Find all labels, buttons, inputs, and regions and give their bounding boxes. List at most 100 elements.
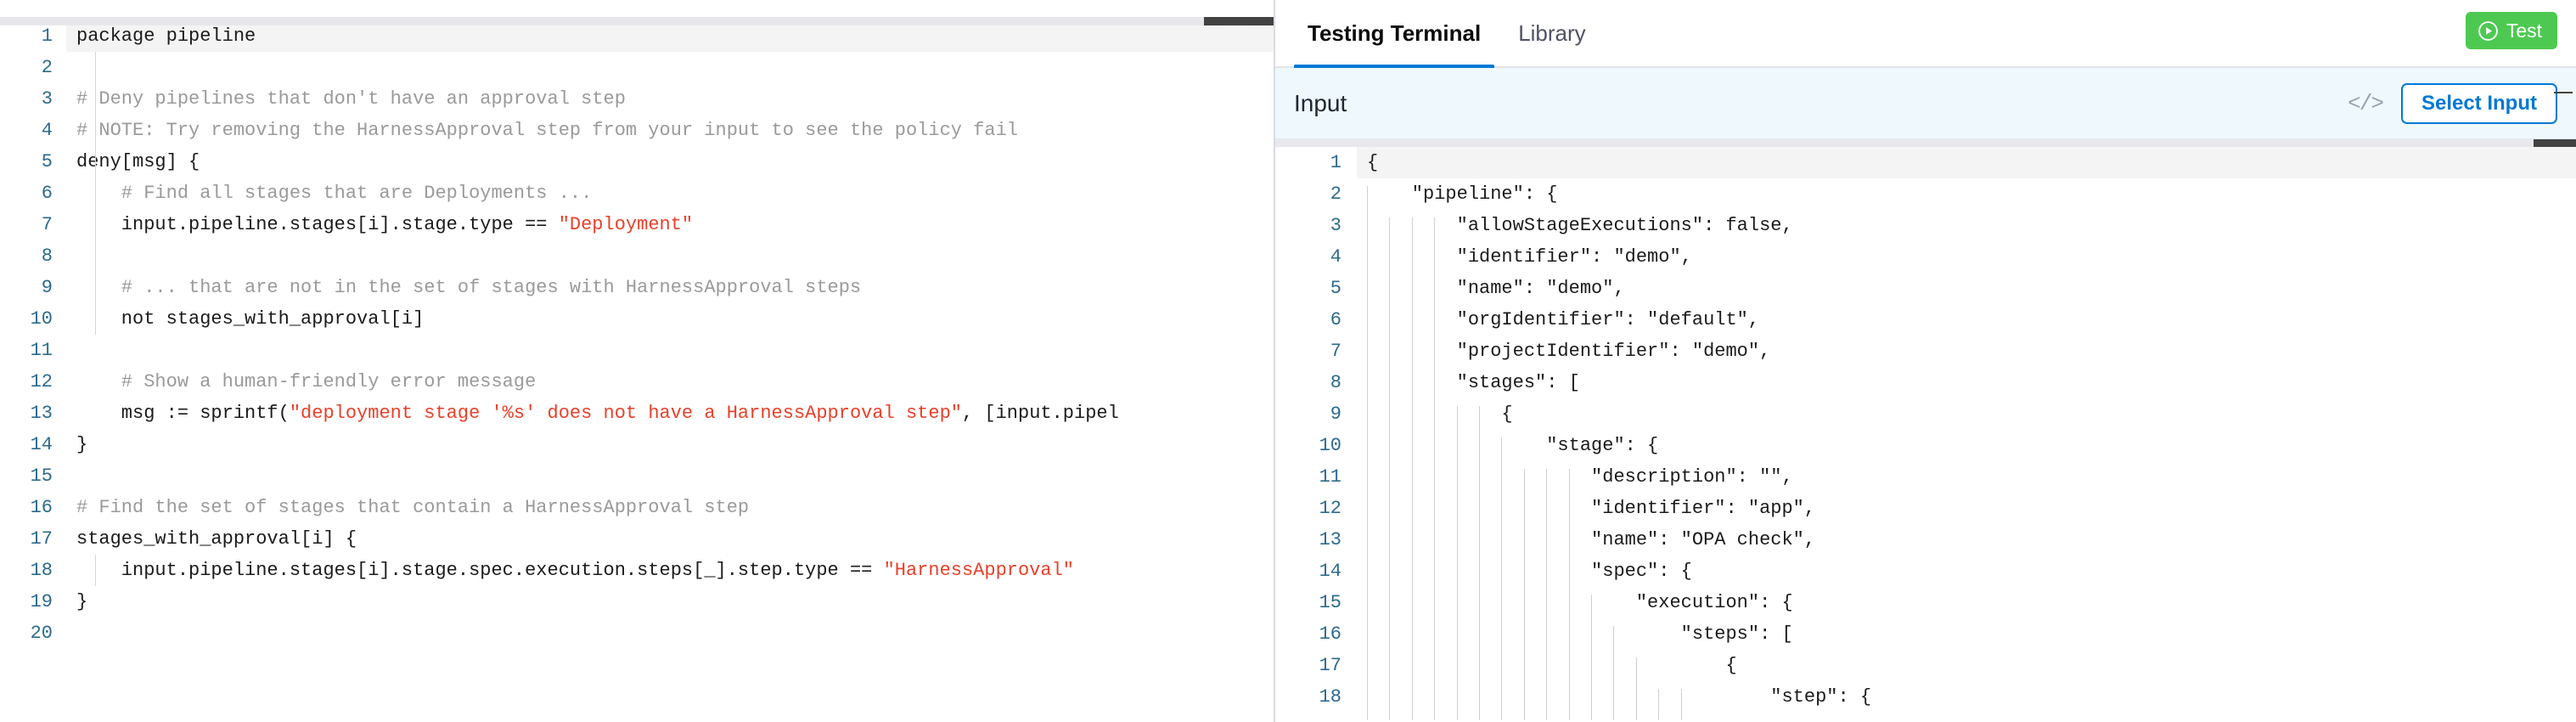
code-line[interactable]: 8 [0,240,1274,272]
json-line[interactable]: 14 "spec": { [1275,556,2576,587]
line-number: 14 [30,434,53,455]
json-line-text: "stages": [ [1367,372,1580,393]
json-line[interactable]: 2 "pipeline": { [1275,178,2576,210]
code-line-text: } [66,429,1274,460]
code-token-plain: not stages_with_approval[i] [76,308,425,330]
json-line[interactable]: 17 { [1275,650,2576,681]
json-line[interactable]: 3 "allowStageExecutions": false, [1275,210,2576,241]
code-line[interactable]: 18 input.pipeline.stages[i].stage.spec.e… [0,555,1274,586]
line-number: 4 [1330,246,1341,268]
line-number: 20 [30,623,53,644]
code-brackets-icon[interactable]: </> [2348,90,2384,116]
json-line-text: "stage": { [1367,435,1659,456]
code-line-text: # ... that are not in the set of stages … [66,272,1274,303]
code-line[interactable]: 10 not stages_with_approval[i] [0,303,1274,335]
json-line[interactable]: 16 "steps": [ [1275,618,2576,650]
code-token-plain: deny[msg] { [76,151,200,172]
json-line[interactable]: 12 "identifier": "app", [1275,493,2576,524]
code-line[interactable]: 2 [0,52,1274,83]
line-number: 2 [1330,183,1341,205]
code-token-plain: , [input.pipel [961,403,1119,424]
line-number: 19 [30,591,53,612]
json-editor-horizontal-scrollbar-thumb[interactable] [2534,139,2576,147]
test-button[interactable]: Test [2465,12,2557,49]
code-token-plain: package pipeline [76,25,256,47]
json-line-text: { [1367,403,1513,425]
tab-testing-terminal[interactable]: Testing Terminal [1289,0,1499,69]
left-editor-horizontal-scrollbar-thumb[interactable] [1204,17,1274,25]
code-token-plain: stages_with_approval[i] { [76,528,357,550]
minimize-icon[interactable] [1226,24,1248,25]
code-line-text: package pipeline [66,20,1274,52]
code-line[interactable]: 6 # Find all stages that are Deployments… [0,178,1274,209]
json-line[interactable]: 9 { [1275,398,2576,430]
line-number: 8 [1330,372,1341,393]
code-line[interactable]: 4# NOTE: Try removing the HarnessApprova… [0,115,1274,146]
code-token-plain: input.pipeline.stages[i].stage.spec.exec… [76,560,884,581]
line-number: 12 [30,371,53,392]
code-line[interactable]: 3 # Deny pipelines that don't have an app… [0,83,1274,115]
json-input-editor: 1{2 "pipeline": {3 "allowStageExecutions… [1275,139,2576,722]
code-line[interactable]: 15 [0,460,1274,492]
json-line[interactable]: 15 "execution": { [1275,587,2576,618]
json-code-area[interactable]: 1{2 "pipeline": {3 "allowStageExecutions… [1275,147,2576,722]
line-number: 13 [30,403,53,424]
json-line[interactable]: 8 "stages": [ [1275,367,2576,398]
code-token-comment: # Find all stages that are Deployments .… [76,183,593,204]
code-line[interactable]: 12 # Show a human-friendly error message [0,366,1274,398]
json-line-text: "name": "OPA check", [1367,529,1816,550]
select-input-button[interactable]: Select Input [2400,82,2557,124]
tab-library[interactable]: Library [1499,0,1604,67]
line-number: 15 [1319,592,1341,613]
code-line[interactable]: 7 input.pipeline.stages[i].stage.type ==… [0,209,1274,240]
minimize-icon[interactable] [2554,92,2573,93]
json-line-text: { [1367,655,1737,676]
json-line-text: { [1357,147,2576,178]
json-line[interactable]: 4 "identifier": "demo", [1275,241,2576,273]
line-number: 16 [1319,623,1341,645]
code-line-text: # Deny pipelines that don't have an appr… [66,83,1274,115]
line-number: 17 [1319,655,1341,676]
code-line[interactable]: 13 msg := sprintf("deployment stage '%s'… [0,398,1274,429]
code-line-text: input.pipeline.stages[i].stage.spec.exec… [66,555,1274,586]
json-line[interactable]: 10 "stage": { [1275,430,2576,461]
json-line-text: "spec": { [1367,561,1692,582]
code-line[interactable]: 14} [0,429,1274,460]
line-number: 8 [41,245,53,267]
line-number: 4 [41,120,53,141]
json-line[interactable]: 11 "description": "", [1275,461,2576,493]
json-line[interactable]: 13 "name": "OPA check", [1275,524,2576,556]
line-number: 18 [30,560,53,581]
json-line[interactable]: 6 "orgIdentifier": "default", [1275,304,2576,336]
line-number: 16 [30,497,53,518]
left-editor-horizontal-scrollbar-track[interactable] [0,17,1274,25]
code-line[interactable]: 19} [0,586,1274,618]
code-line[interactable]: 16 # Find the set of stages that contain … [0,492,1274,523]
json-line[interactable]: 1{ [1275,147,2576,178]
code-token-comment: # Deny pipelines that don't have an appr… [76,88,626,110]
line-number: 6 [41,183,53,204]
json-line[interactable]: 7 "projectIdentifier": "demo", [1275,336,2576,367]
code-line-text: not stages_with_approval[i] [66,303,1274,335]
line-number: 9 [1330,403,1341,425]
line-number: 1 [1330,152,1341,173]
code-line[interactable]: 11 [0,335,1274,366]
line-number: 18 [1319,686,1341,708]
line-number: 7 [41,214,53,235]
code-line[interactable]: 20 [0,618,1274,649]
code-line-text: # Find the set of stages that contain a … [66,492,1274,523]
json-line[interactable]: 5 "name": "demo", [1275,273,2576,304]
line-number: 3 [41,88,53,110]
json-line-text: "pipeline": { [1367,183,1558,205]
json-line-text: "name": "demo", [1367,278,1625,299]
json-line-text: "orgIdentifier": "default", [1367,309,1760,330]
code-line-text: # Show a human-friendly error message [66,366,1274,398]
json-line[interactable]: 18 "step": { [1275,681,2576,713]
code-line[interactable]: 9 # ... that are not in the set of stage… [0,272,1274,303]
code-token-comment: # Find the set of stages that contain a … [76,497,750,518]
json-editor-horizontal-scrollbar-track[interactable] [1275,139,2576,147]
